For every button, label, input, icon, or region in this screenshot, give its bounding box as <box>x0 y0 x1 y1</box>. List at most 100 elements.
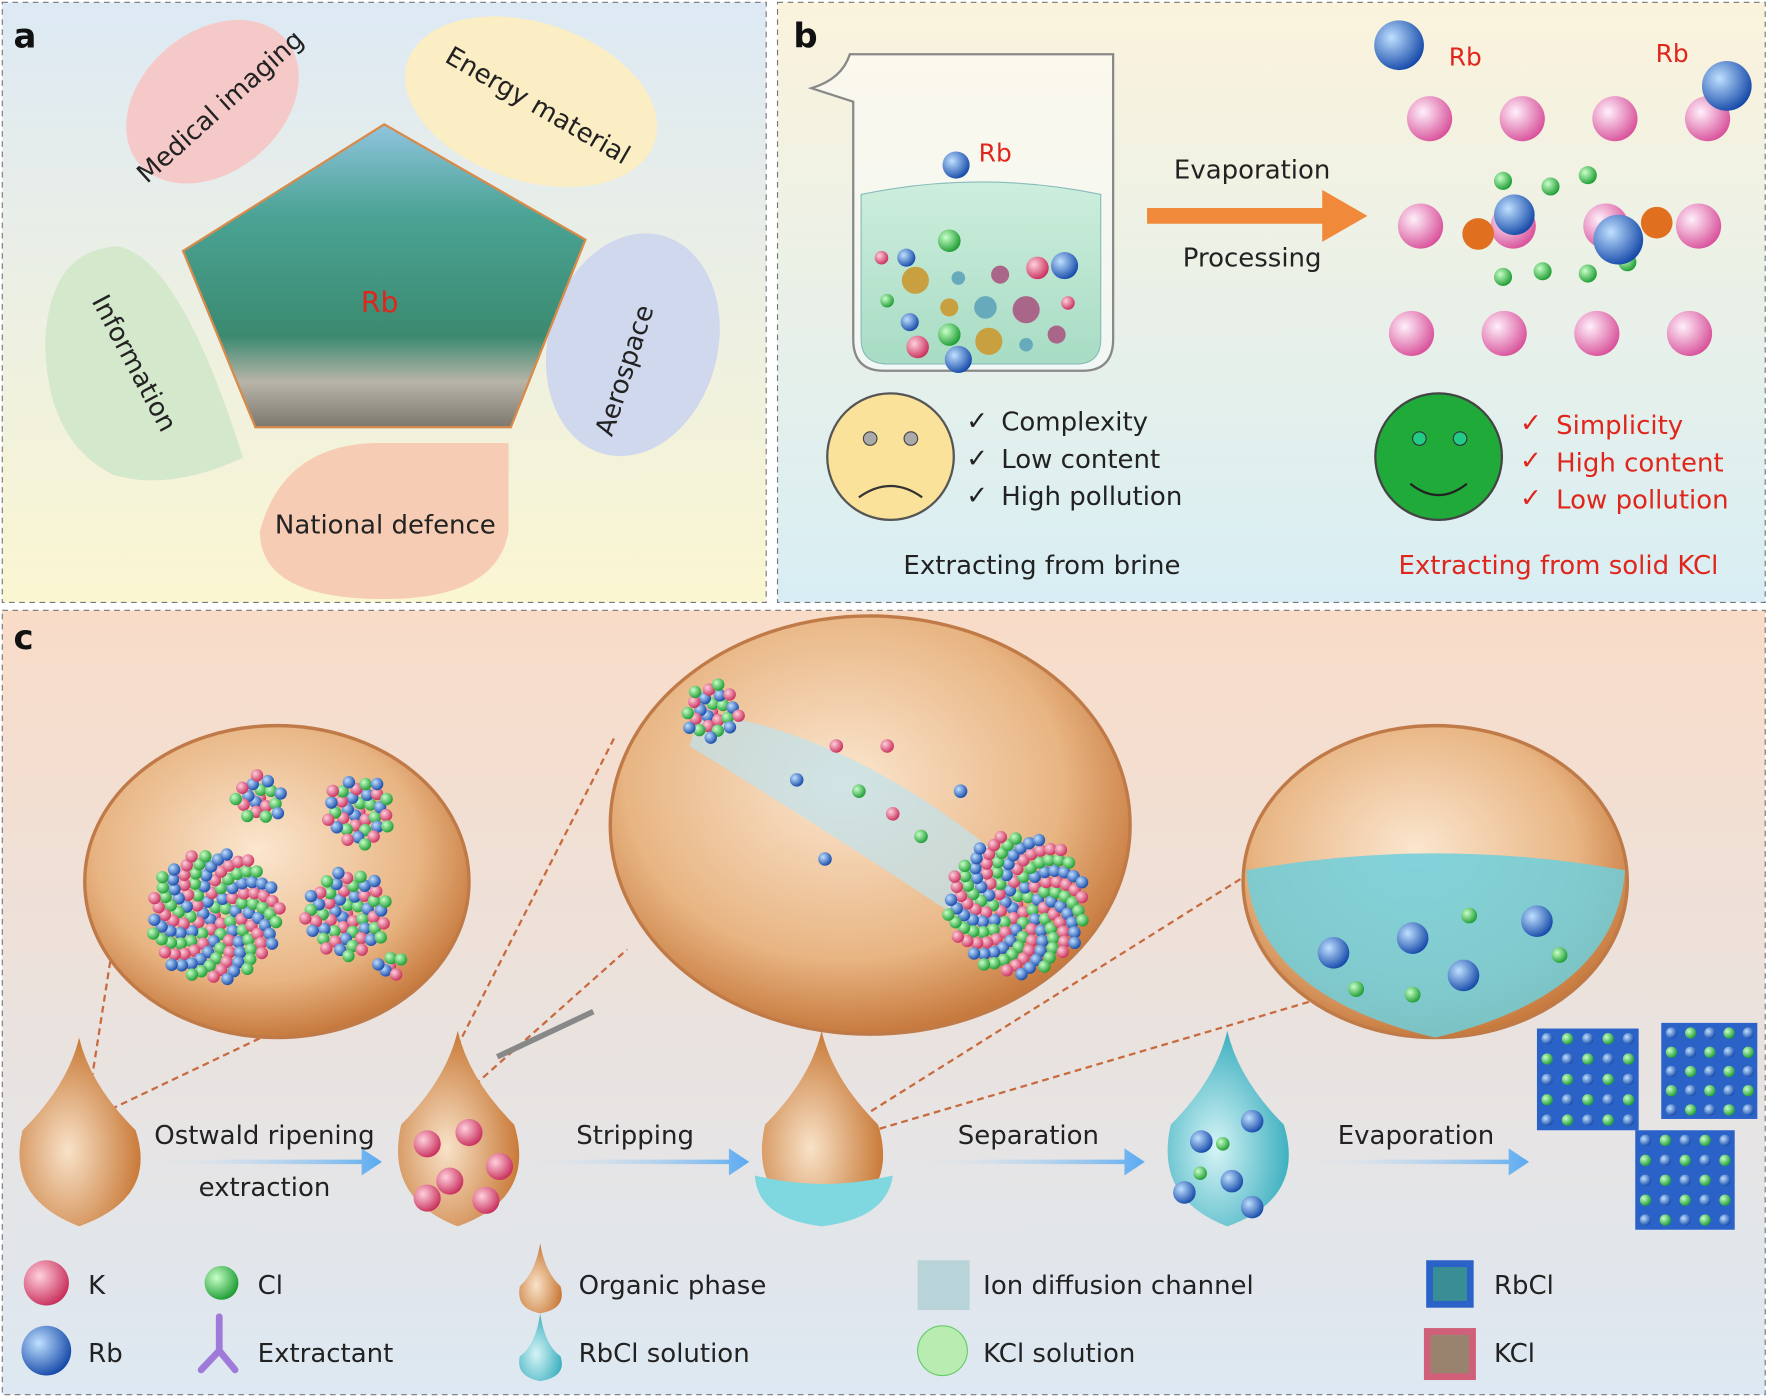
crystal-ion <box>1659 1174 1671 1186</box>
cl-ion <box>1578 264 1597 283</box>
ion-cluster-sphere <box>1034 924 1048 937</box>
crystal-ion <box>1719 1134 1731 1147</box>
ion-cluster-sphere <box>174 926 187 940</box>
rb-center-label: Rb <box>361 286 399 319</box>
ion-sphere <box>852 784 866 798</box>
lattice-rb-label-left: Rb <box>1449 43 1482 72</box>
solid-point: Low pollution <box>1556 486 1729 516</box>
ion-cluster-sphere <box>178 868 191 881</box>
rb-ion <box>1240 1195 1264 1219</box>
crystal-ion <box>1679 1194 1691 1206</box>
rb-ion <box>1173 1181 1196 1204</box>
ion-cluster-sphere <box>255 946 269 960</box>
ion-cluster-sphere <box>265 937 279 950</box>
ion-cluster-sphere <box>713 689 727 702</box>
crystal-ion <box>1602 1094 1614 1106</box>
legend-label-extractant: Extractant <box>258 1339 394 1369</box>
ion-sphere <box>1317 936 1350 969</box>
crystal-ion <box>1659 1214 1671 1226</box>
ion-cluster-sphere <box>994 830 1008 844</box>
ion-cluster-sphere <box>269 915 283 929</box>
crystal-ion <box>1561 1053 1574 1065</box>
ion-cluster-sphere <box>178 878 191 891</box>
ion-cluster-sphere <box>326 784 339 798</box>
arrow-label-processing: Processing <box>1183 244 1322 274</box>
ion-cluster-sphere <box>721 711 734 724</box>
crystal-ion <box>1659 1154 1671 1166</box>
ion-cluster-sphere <box>332 866 345 880</box>
crystal-ion <box>1582 1094 1594 1106</box>
ion-cluster-sphere <box>342 776 356 789</box>
petal-information <box>45 246 243 481</box>
brine-point: High pollution <box>1001 482 1182 512</box>
crystal-ion <box>1704 1085 1716 1097</box>
ion-cluster-sphere <box>1033 856 1046 869</box>
rb-ion <box>1240 1109 1264 1133</box>
ion-cluster-sphere <box>187 944 201 957</box>
ion-cluster-sphere <box>1015 967 1028 981</box>
ion-cluster-sphere <box>250 769 264 782</box>
ion-cluster-sphere <box>198 880 211 893</box>
ion-cluster-sphere <box>237 887 251 900</box>
ion-cluster-sphere <box>247 897 260 910</box>
brine-ion <box>874 250 889 265</box>
ion-cluster-sphere <box>148 913 161 926</box>
ion-cluster-sphere <box>177 917 190 930</box>
crystal-ion <box>1704 1065 1716 1078</box>
rb-ion <box>1493 194 1535 236</box>
kcl-crystal-icon <box>1423 1328 1476 1381</box>
crystal-ion <box>1742 1027 1754 1039</box>
crystal-ion <box>1561 1073 1574 1086</box>
crystal-ion <box>1719 1214 1731 1226</box>
crystal-ion <box>1582 1053 1594 1065</box>
ion-cluster-sphere <box>1044 922 1058 935</box>
ion-cluster-sphere <box>214 917 228 930</box>
crystal-ion <box>1684 1027 1697 1039</box>
ion-cluster-sphere <box>346 915 360 928</box>
crystal-ion <box>1541 1094 1553 1106</box>
ion-cluster-sphere <box>1000 868 1013 882</box>
ion-cluster-sphere <box>340 823 353 836</box>
kcl-solution-drop-icon <box>917 1325 968 1377</box>
ion-cluster-sphere <box>195 965 208 978</box>
ion-cluster-sphere <box>231 855 245 869</box>
rb-ion-right <box>1701 61 1752 111</box>
ion-cluster-sphere <box>977 958 991 971</box>
sad-face-icon <box>826 392 955 522</box>
crystal-ion <box>1541 1114 1553 1126</box>
crystal-ion <box>1679 1214 1691 1226</box>
brine-caption: Extracting from brine <box>903 551 1180 581</box>
crystal-ion <box>1699 1194 1711 1206</box>
legend-label-k: K <box>88 1271 106 1301</box>
ion-cluster-sphere <box>342 949 355 963</box>
ion-cluster-sphere <box>336 785 349 798</box>
ion-cluster-sphere <box>1044 842 1057 856</box>
ion-cluster-sphere <box>241 854 255 867</box>
ion-sphere <box>1461 907 1478 924</box>
k-ion <box>1406 96 1453 142</box>
ion-cluster-sphere <box>185 957 198 970</box>
ion-sphere <box>953 784 968 798</box>
ion-cluster-sphere <box>364 798 377 811</box>
ion-cluster-sphere <box>1021 890 1035 904</box>
ion-cluster-sphere <box>325 796 338 809</box>
ion-cluster-sphere <box>356 912 369 926</box>
ion-cluster-sphere <box>355 932 368 945</box>
brine-ion <box>937 323 961 346</box>
ion-cluster-sphere <box>370 777 384 791</box>
crystal-ion <box>1723 1065 1735 1078</box>
brine-ions <box>874 229 1079 373</box>
k-ion <box>1640 206 1673 239</box>
crystal-ion <box>1699 1174 1711 1186</box>
ion-cluster-sphere <box>1040 875 1053 889</box>
solid-caption: Extracting from solid KCl <box>1399 551 1719 581</box>
crystal-ion <box>1622 1053 1635 1065</box>
rbcl-crystal-icon <box>1426 1260 1474 1308</box>
solid-point: Simplicity <box>1556 411 1683 441</box>
crystal-ion <box>1719 1174 1731 1186</box>
legend-label-rbcl: RbCl <box>1494 1271 1554 1301</box>
legend: K Cl Organic phase Ion diffusion channel… <box>21 1243 1554 1382</box>
ion-cluster-sphere <box>174 937 187 950</box>
ion-cluster-sphere <box>220 848 233 861</box>
ion-cluster-sphere <box>976 925 990 939</box>
